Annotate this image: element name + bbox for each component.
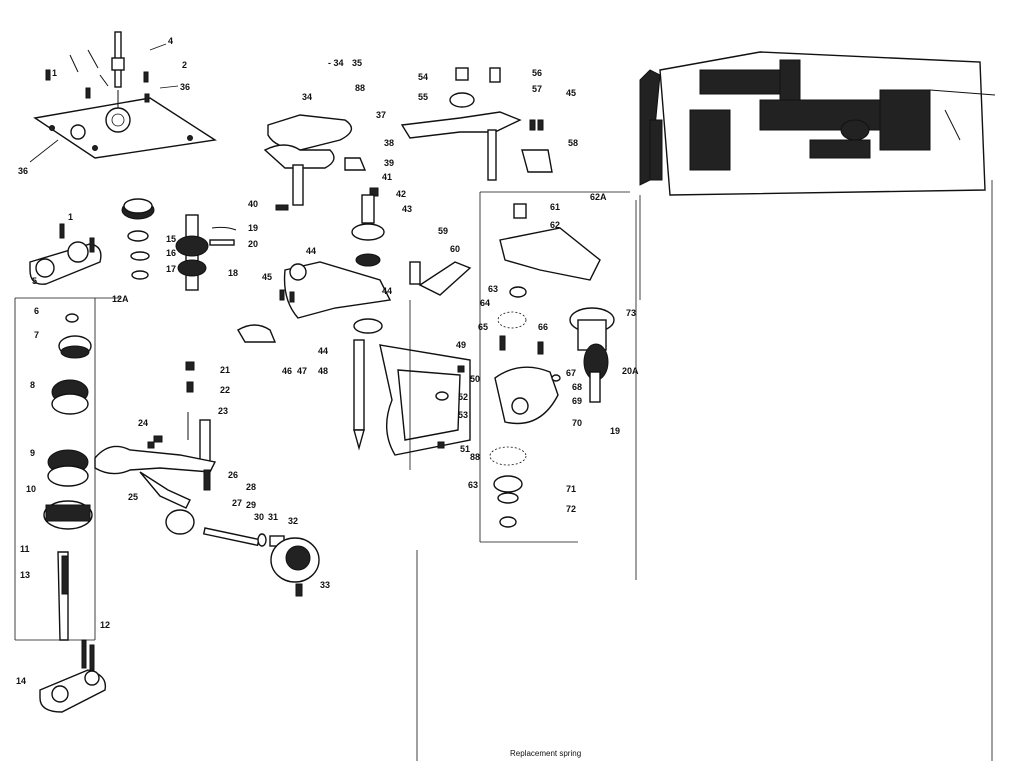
callout-9: 9 bbox=[30, 448, 35, 458]
callout-68: 68 bbox=[572, 382, 582, 392]
callout-32: 32 bbox=[288, 516, 298, 526]
callout-5: 5 bbox=[32, 276, 37, 286]
callout-20: 20 bbox=[248, 239, 258, 249]
callout-26: 26 bbox=[228, 470, 238, 480]
callout-67: 67 bbox=[566, 368, 576, 378]
callout-54: 54 bbox=[418, 72, 428, 82]
callout-2: 2 bbox=[182, 60, 187, 70]
callout-19: 19 bbox=[248, 223, 258, 233]
callout-31: 31 bbox=[268, 512, 278, 522]
callout-12: 12 bbox=[100, 620, 110, 630]
callout-46: 46 bbox=[282, 366, 292, 376]
callout-63-b: 63 bbox=[468, 480, 478, 490]
throat-plate-assembly bbox=[29, 31, 217, 163]
callout-41: 41 bbox=[382, 172, 392, 182]
callout-42: 42 bbox=[396, 189, 406, 199]
callout-7: 7 bbox=[34, 330, 39, 340]
callout-14: 14 bbox=[16, 676, 26, 686]
callout-34: 34 bbox=[302, 92, 312, 102]
callout-66: 66 bbox=[538, 322, 548, 332]
callout-35: 35 bbox=[352, 58, 362, 68]
callout-40: 40 bbox=[248, 199, 258, 209]
callout-22: 22 bbox=[220, 385, 230, 395]
callout-23: 23 bbox=[218, 406, 228, 416]
callout-52: 52 bbox=[458, 392, 468, 402]
callout-45: 45 bbox=[262, 272, 272, 282]
callout-65: 65 bbox=[478, 322, 488, 332]
callout-36-b: 36 bbox=[18, 166, 28, 176]
callout-49: 49 bbox=[456, 340, 466, 350]
callout-61: 61 bbox=[550, 202, 560, 212]
callout-1: 1 bbox=[52, 68, 57, 78]
callout-13: 13 bbox=[20, 570, 30, 580]
callout-72: 72 bbox=[566, 504, 576, 514]
callout-19-b: 19 bbox=[610, 426, 620, 436]
callout-44-b: 44 bbox=[382, 286, 392, 296]
callout-57: 57 bbox=[532, 84, 542, 94]
callout-64: 64 bbox=[480, 298, 490, 308]
callout-11: 11 bbox=[20, 544, 30, 554]
callout-53: 53 bbox=[458, 410, 468, 420]
callout-17: 17 bbox=[166, 264, 176, 274]
callout-29: 29 bbox=[246, 500, 256, 510]
callout-44-a: 44 bbox=[306, 246, 316, 256]
callout-51: 51 bbox=[460, 444, 470, 454]
callout-63: 63 bbox=[488, 284, 498, 294]
callout-69: 69 bbox=[572, 396, 582, 406]
callout-50: 50 bbox=[470, 374, 480, 384]
callout-24: 24 bbox=[138, 418, 148, 428]
callout-38: 38 bbox=[384, 138, 394, 148]
feed-dog-assembly bbox=[479, 191, 641, 543]
callout-6: 6 bbox=[34, 306, 39, 316]
feed-linkage bbox=[94, 361, 320, 597]
callout-21: 21 bbox=[220, 365, 230, 375]
callout-45-b: 45 bbox=[566, 88, 576, 98]
callout-39: 39 bbox=[384, 158, 394, 168]
callout-33: 33 bbox=[320, 580, 330, 590]
callout-labels: 1 2 4 36 34 - 34 35 88 37 38 39 40 41 42… bbox=[16, 36, 639, 686]
callout-10: 10 bbox=[26, 484, 36, 494]
footer-caption: Replacement spring bbox=[510, 749, 581, 758]
callout-48: 48 bbox=[318, 366, 328, 376]
callout-88: 88 bbox=[355, 83, 365, 93]
callout-16: 16 bbox=[166, 248, 176, 258]
callout-18: 18 bbox=[228, 268, 238, 278]
callout-59: 59 bbox=[438, 226, 448, 236]
callout-4: 4 bbox=[168, 36, 173, 46]
callout-27: 27 bbox=[232, 498, 242, 508]
callout-36: 36 bbox=[180, 82, 190, 92]
callout-15: 15 bbox=[166, 234, 176, 244]
presser-bar-parts bbox=[237, 114, 392, 451]
callout-47: 47 bbox=[297, 366, 307, 376]
callout-70: 70 bbox=[572, 418, 582, 428]
callout-34-b: - 34 bbox=[328, 58, 344, 68]
needle-bracket bbox=[379, 67, 553, 456]
callout-71: 71 bbox=[566, 484, 576, 494]
callout-30: 30 bbox=[254, 512, 264, 522]
gear-cluster bbox=[121, 198, 237, 291]
callout-62: 62 bbox=[550, 220, 560, 230]
callout-58: 58 bbox=[568, 138, 578, 148]
callout-1-b: 1 bbox=[68, 212, 73, 222]
callout-12A: 12A bbox=[112, 294, 129, 304]
callout-55: 55 bbox=[418, 92, 428, 102]
callout-20A: 20A bbox=[622, 366, 639, 376]
callout-43: 43 bbox=[402, 204, 412, 214]
callout-8: 8 bbox=[30, 380, 35, 390]
callout-28: 28 bbox=[246, 482, 256, 492]
callout-37: 37 bbox=[376, 110, 386, 120]
callout-60: 60 bbox=[450, 244, 460, 254]
callout-25: 25 bbox=[128, 492, 138, 502]
callout-44-c: 44 bbox=[318, 346, 328, 356]
callout-88-b: 88 bbox=[470, 452, 480, 462]
callout-56: 56 bbox=[532, 68, 542, 78]
left-shaft-stack bbox=[14, 223, 120, 713]
callout-73: 73 bbox=[626, 308, 636, 318]
machine-photo bbox=[630, 40, 996, 196]
callout-62A: 62A bbox=[590, 192, 607, 202]
